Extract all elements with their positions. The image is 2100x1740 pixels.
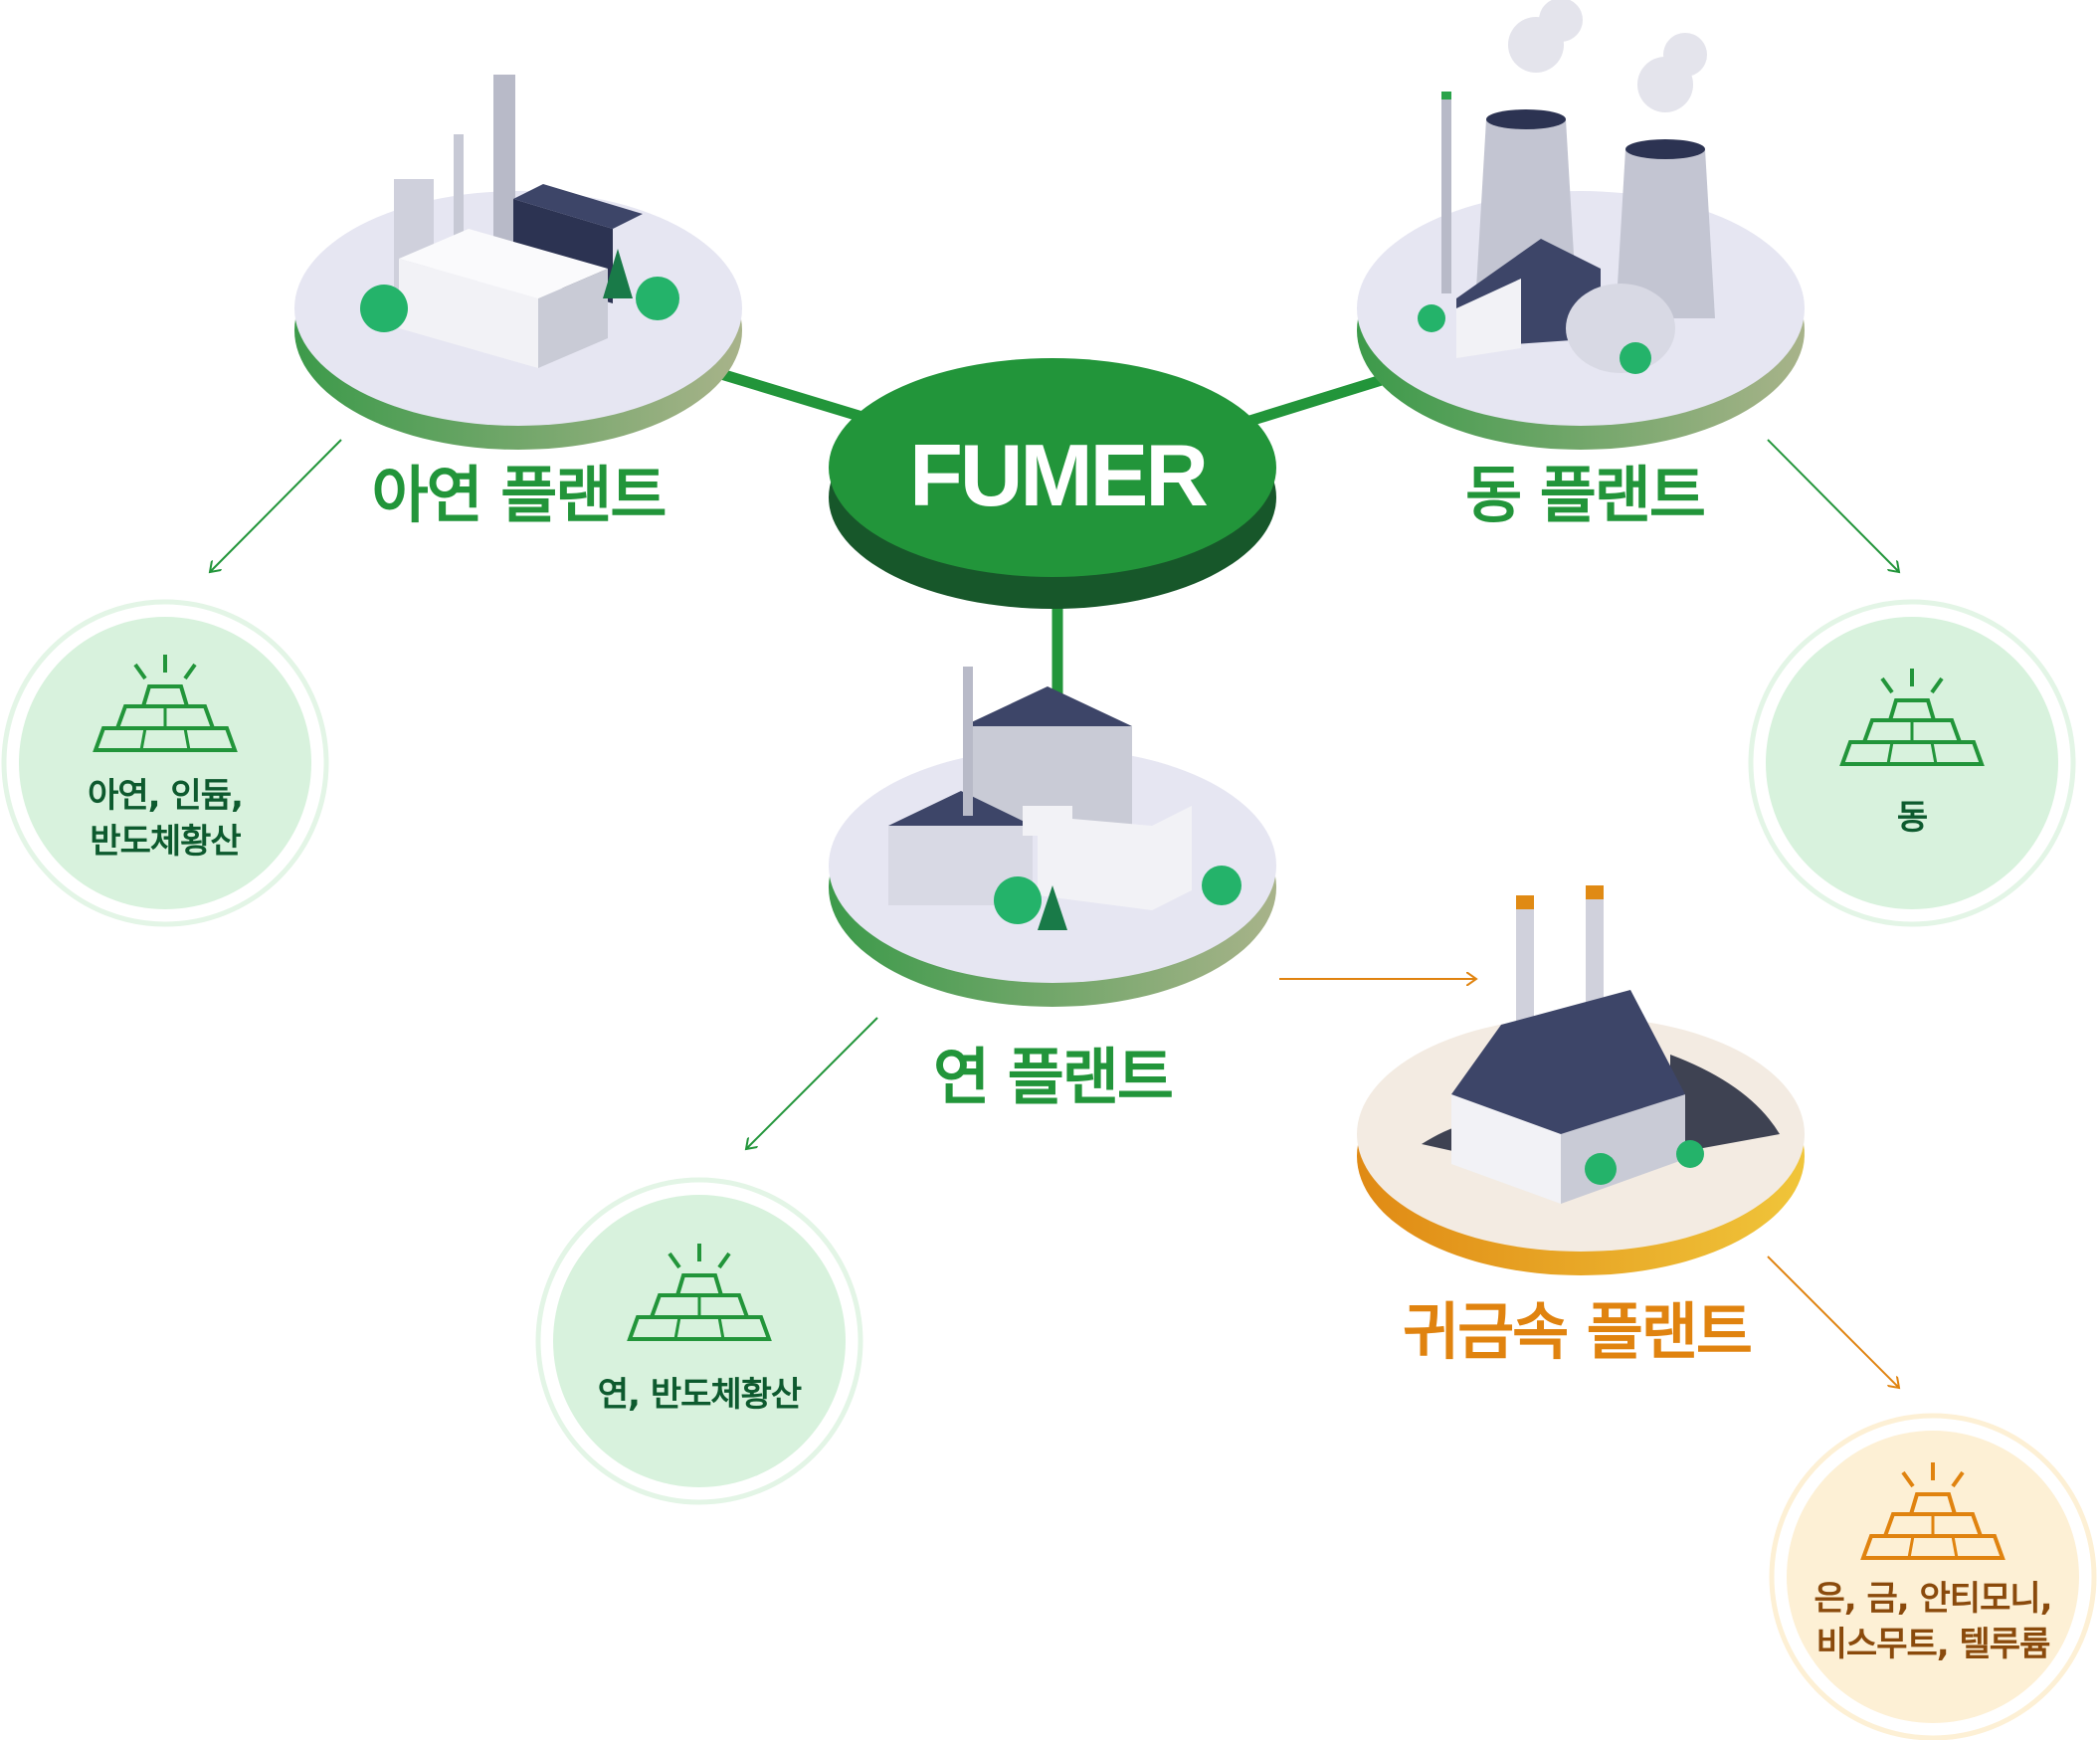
copper-plant-platform (1357, 0, 1805, 450)
zinc-plant-label: 아연 플랜트 (371, 459, 668, 531)
zinc-products-text: 아연, 인듐, 반도체황산 (88, 773, 244, 865)
product-line: 아연, 인듐, (88, 776, 244, 816)
fumer-center-disk (829, 358, 1276, 609)
precious-products-text: 은, 금, 안티모니, 비스무트, 텔루륨 (1814, 1576, 2052, 1667)
product-line: 반도체황산 (90, 822, 241, 862)
copper-products-text: 동 (1896, 795, 1928, 841)
arrow-zinc-to-products (210, 439, 342, 572)
flow-arrows (210, 439, 1899, 1388)
arrow-lead-to-products (746, 1017, 878, 1149)
precious-metals-plant-label: 귀금속 플랜트 (1403, 1295, 1753, 1368)
copper-products-circle (1748, 599, 2076, 927)
product-line: 비스무트, 텔루륨 (1815, 1625, 2051, 1664)
fumer-center-label: FUMER (909, 426, 1209, 524)
product-line: 은, 금, 안티모니, (1814, 1579, 2052, 1619)
product-line: 동 (1896, 798, 1928, 838)
precious-products-circle (1769, 1413, 2097, 1740)
zinc-plant-platform (294, 75, 742, 450)
arrow-copper-to-products (1767, 439, 1899, 572)
lead-plant-label: 연 플랜트 (933, 1041, 1174, 1113)
arrow-precious-to-products (1767, 1256, 1899, 1388)
lead-plant-platform (829, 667, 1276, 1007)
copper-plant-label: 동 플랜트 (1465, 459, 1706, 531)
lead-products-text: 연, 반도체황산 (597, 1372, 802, 1418)
zinc-products-circle (1, 599, 329, 927)
precious-metals-plant-platform (1357, 885, 1805, 1275)
product-line: 연, 반도체황산 (597, 1375, 802, 1415)
lead-products-circle (535, 1177, 863, 1505)
